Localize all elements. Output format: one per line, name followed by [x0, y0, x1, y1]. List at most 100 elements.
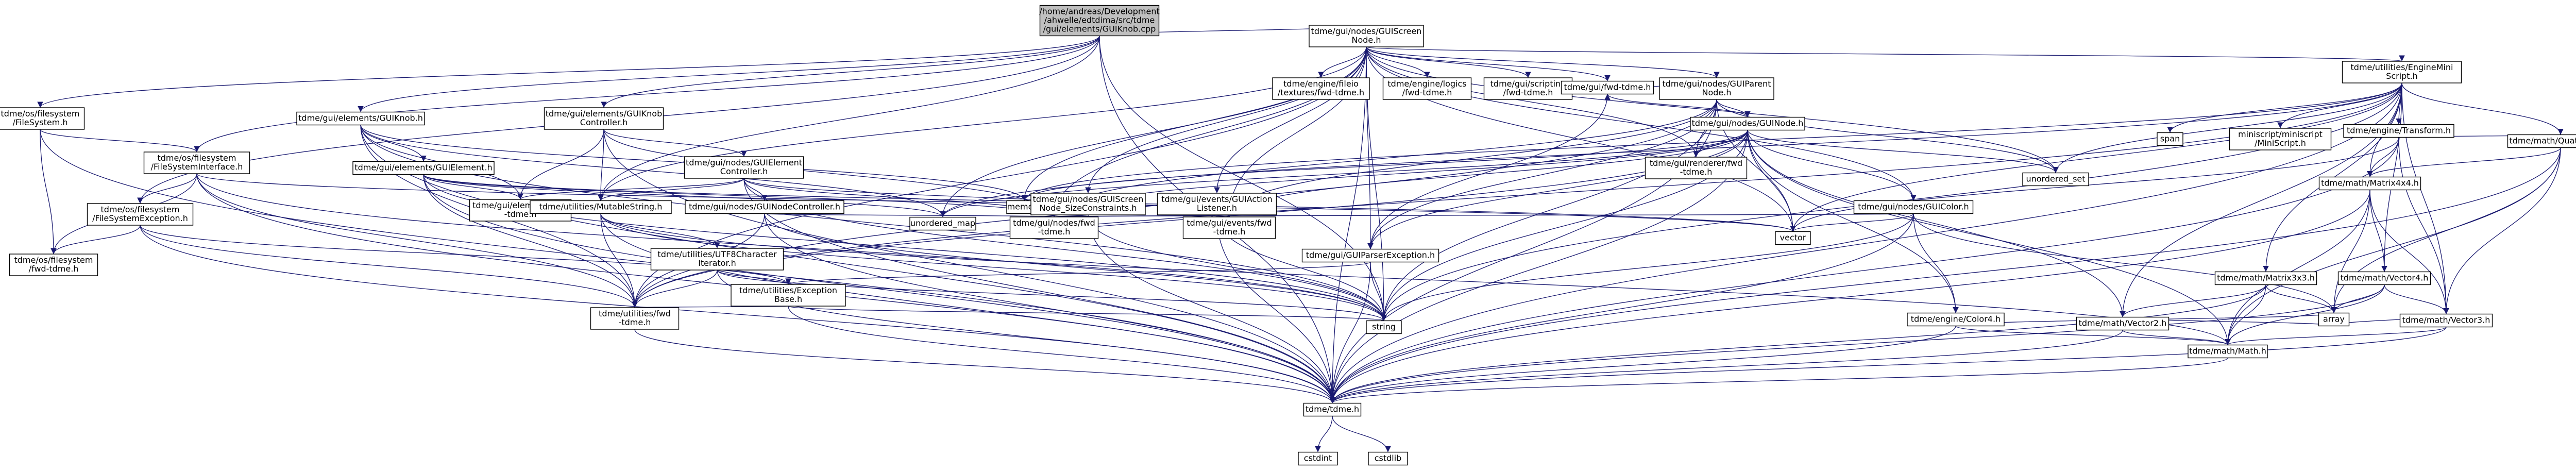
edge-engscript-to-memory [1021, 82, 2402, 201]
node-nodes-fwd[interactable]: tdme/gui/nodes/fwd-tdme.h [1009, 216, 1099, 239]
node-fontfwd[interactable]: tdme/engine/fileio/textures/fwd-tdme.h [1272, 77, 1370, 100]
node-fs-interface[interactable]: tdme/os/filesystem/FileSystemInterface.h [143, 151, 250, 174]
edge-screennode-to-parentnode [1366, 46, 1720, 78]
edge-engscript-to-unordered-map [940, 82, 2402, 217]
node-miniscript[interactable]: miniscript/miniscript/MiniScript.h [2229, 128, 2332, 150]
node-parserexc[interactable]: tdme/gui/GUIParserException.h [1301, 248, 1439, 263]
node-box [87, 203, 194, 226]
edge-guicolor-to-nodes-fwd [1054, 210, 1914, 217]
node-guiknob-h[interactable]: tdme/gui/elements/GUIKnob.h [296, 111, 425, 126]
node-vector[interactable]: vector [1775, 231, 1811, 245]
node-vector2[interactable]: tdme/math/Vector2.h [2076, 316, 2170, 331]
edge-guicolor-to-vector [1790, 213, 1914, 232]
edge-matrix4-to-tdmeh [1329, 190, 2370, 403]
node-box [1368, 451, 1408, 466]
node-renderer-fwd[interactable]: tdme/gui/renderer/fwd-tdme.h [1645, 157, 1748, 179]
node-box [731, 284, 846, 307]
node-label-line: string [1372, 322, 1396, 332]
node-mutable[interactable]: tdme/utilities/MutableString.h [530, 200, 672, 214]
edge-engscript-to-unordered-set [2053, 82, 2402, 173]
node-unordered-set[interactable]: unordered_set [2022, 172, 2089, 187]
edge-guinode-to-vector2 [1747, 130, 2126, 317]
edge-guielement-h-to-guielements-fwd [423, 174, 523, 200]
node-events-fwd[interactable]: tdme/gui/events/fwd-tdme.h [1182, 216, 1276, 239]
edge-transform-to-vector3 [2398, 137, 2449, 314]
node-cstdlib[interactable]: cstdlib [1368, 451, 1408, 466]
node-label-line: tdme/gui/nodes/GUIScreen [1033, 194, 1144, 204]
node-unordered-map[interactable]: unordered_map [909, 216, 976, 231]
node-util-fwd[interactable]: tdme/utilities/fwd-tdme.h [590, 307, 680, 330]
node-guielement-h[interactable]: tdme/gui/elements/GUIElement.h [352, 161, 495, 175]
node-box [0, 107, 85, 130]
edge-utf8-to-string [717, 269, 1387, 321]
node-guicolor[interactable]: tdme/gui/nodes/GUIColor.h [1853, 200, 1974, 214]
node-gui-fwd[interactable]: tdme/gui/fwd-tdme.h [1561, 80, 1654, 95]
node-matrix3[interactable]: tdme/math/Matrix3x3.h [2214, 271, 2317, 285]
node-scripting[interactable]: tdme/gui/scripting/fwd-tdme.h [1483, 77, 1573, 100]
edge-guinode-to-guicolor [1747, 130, 1917, 201]
node-array[interactable]: array [2318, 312, 2350, 327]
node-cstdint[interactable]: cstdint [1298, 451, 1338, 466]
edge-parserexc-to-string [1370, 262, 1387, 321]
node-guinode[interactable]: tdme/gui/nodes/GUINode.h [1690, 116, 1805, 131]
edge-guicolor-to-array [1913, 213, 2337, 313]
node-box [2507, 134, 2576, 148]
edge-vector3-to-mathh [2225, 326, 2447, 346]
node-label-line: -tdme.h [1038, 227, 1071, 237]
edge-matrix4-to-array [2331, 190, 2370, 313]
node-vector3[interactable]: tdme/math/Vector3.h [2399, 313, 2493, 328]
node-label-line: tdme/gui/scripting [1490, 79, 1566, 89]
edge-nodectrl-to-nodes-fwd [764, 210, 1056, 217]
node-mathh[interactable]: tdme/math/Math.h [2188, 344, 2268, 359]
node-fs-fwd[interactable]: tdme/os/filesystem/fwd-tdme.h [9, 254, 98, 276]
node-tdmeh[interactable]: tdme/tdme.h [1303, 402, 1362, 417]
edge-guiknob-h-to-tdmeh [360, 125, 1335, 403]
node-matrix4[interactable]: tdme/math/Matrix4x4.h [2318, 176, 2421, 191]
node-fs-filesystem[interactable]: tdme/os/filesystem/FileSystem.h [0, 107, 85, 130]
edge-mutable-to-string [600, 213, 1387, 321]
node-box [1907, 312, 2005, 327]
node-quaternion[interactable]: tdme/math/Quaternion.h [2507, 134, 2576, 148]
node-label-line: tdme/utilities/MutableString.h [539, 202, 663, 212]
edge-tdmeh-to-cstdlib [1332, 416, 1391, 452]
node-label-line: /FileSystem.h [12, 117, 67, 127]
edge-guinode-to-unordered-map [940, 130, 1748, 217]
node-string[interactable]: string [1366, 320, 1402, 334]
edge-vector2-to-mathh [2122, 329, 2231, 346]
node-sizeconst[interactable]: tdme/gui/nodes/GUIScreenNode_SizeConstra… [1030, 193, 1146, 215]
node-fs-exception[interactable]: tdme/os/filesystem/FileSystemException.h [87, 203, 194, 226]
node-nodectrl[interactable]: tdme/gui/nodes/GUINodeController.h [685, 200, 844, 214]
node-label-line: /fwd-tdme.h [1503, 88, 1553, 97]
edge-guielement-h-to-util-fwd [423, 174, 638, 308]
edge-vector4-to-tdmeh [1329, 284, 2385, 403]
edge-excbase-to-tdmeh [788, 306, 1335, 403]
edge-guinode-to-parserexc [1367, 130, 1748, 249]
edge-mutable-to-tdmeh [600, 213, 1335, 403]
node-color4[interactable]: tdme/engine/Color4.h [1907, 312, 2005, 327]
node-label-line: Node_SizeConstraints.h [1039, 203, 1137, 213]
node-box [1298, 451, 1338, 466]
node-box [2076, 316, 2170, 331]
node-logics[interactable]: tdme/engine/logics/fwd-tdme.h [1382, 77, 1472, 100]
node-vector4[interactable]: tdme/math/Vector4.h [2337, 271, 2431, 285]
node-box [1182, 216, 1276, 239]
edge-matrix3-to-tdmeh [1329, 284, 2266, 403]
node-root[interactable]: /home/andreas/Development/ahwelle/edtdim… [1039, 5, 1160, 37]
node-transform[interactable]: tdme/engine/Transform.h [2343, 124, 2454, 138]
node-span[interactable]: span [2157, 132, 2183, 146]
node-label-line: unordered_map [910, 218, 975, 229]
node-label-line: tdme/gui/nodes/GUIElement [686, 158, 802, 167]
node-label-line: Iterator.h [698, 258, 736, 268]
node-label-line: /FileSystemInterface.h [151, 162, 243, 172]
edge-engscript-to-tdmeh [1329, 82, 2402, 403]
node-label-line: /gui/elements/GUIKnob.cpp [1043, 24, 1156, 34]
node-label-line: tdme/os/filesystem [1, 109, 80, 119]
